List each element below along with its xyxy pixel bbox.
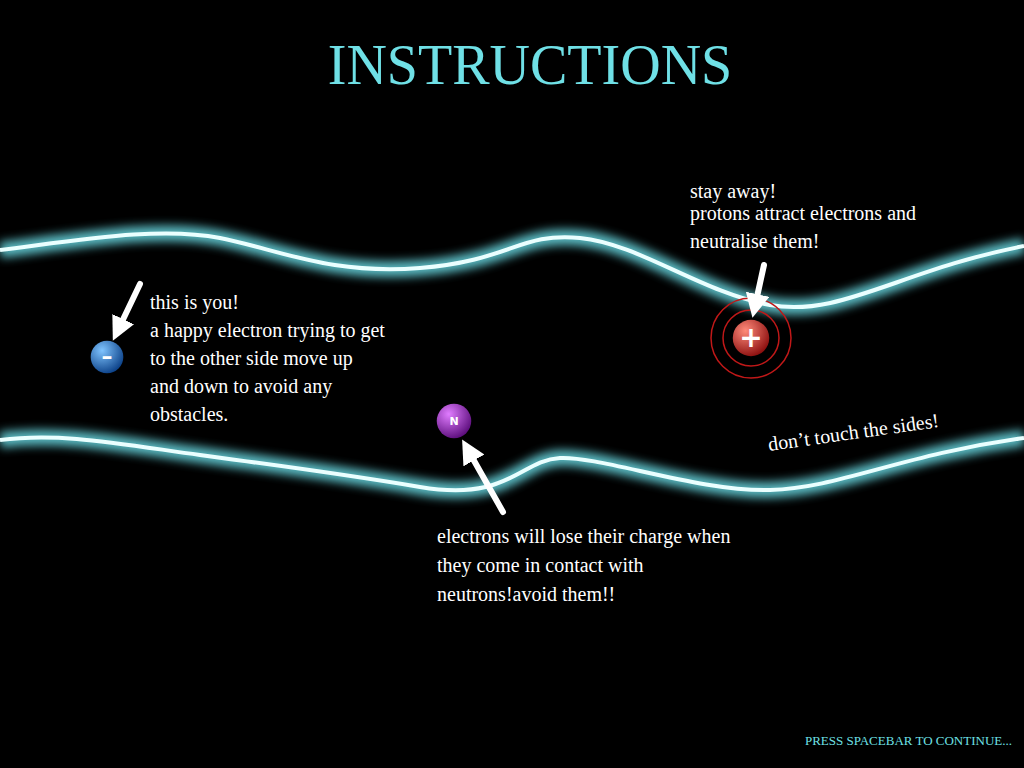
particle-sign: – [102, 346, 113, 368]
callout-heading: this is you! [150, 288, 390, 316]
electron-particle: – [90, 340, 124, 374]
callout-heading: stay away! [690, 177, 970, 205]
leader-arrows [118, 265, 764, 512]
continue-prompt: PRESS SPACEBAR TO CONTINUE... [700, 732, 1012, 750]
callout-text: a happy electron trying to get to the ot… [150, 316, 385, 428]
particle-sign: N [449, 416, 458, 427]
callout-text: protons attract electrons and neutralise… [690, 199, 975, 255]
neutron-particle: N [436, 403, 472, 439]
particle-sign: + [739, 324, 762, 352]
track-wall-bottom [0, 437, 1024, 490]
callout-text: electrons will lose their charge when th… [437, 522, 749, 609]
screen-title: INSTRUCTIONS [0, 30, 1024, 100]
proton-rings [711, 298, 791, 378]
proton-particle: + [732, 319, 770, 357]
